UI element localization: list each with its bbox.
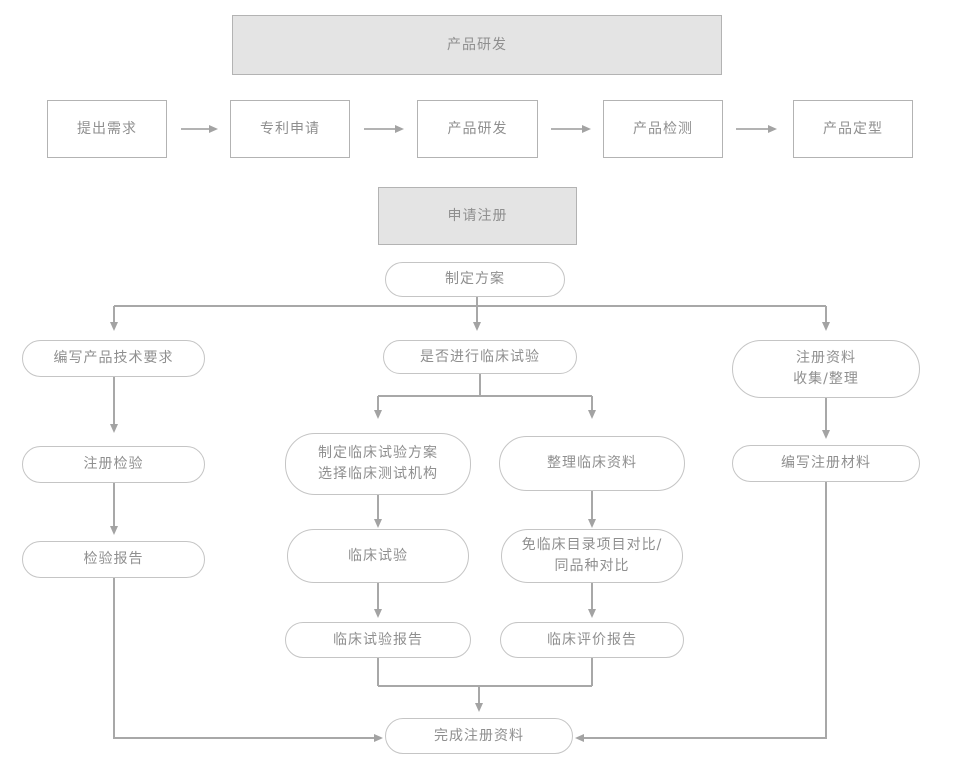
- node-clinical-trial-report: 临床试验报告: [285, 622, 471, 658]
- right-branch-connectors: [575, 398, 830, 742]
- node-clinical-trial-decision: 是否进行临床试验: [383, 340, 577, 374]
- node-complete-registration-data: 完成注册资料: [385, 718, 573, 754]
- node-inspection-report: 检验报告: [22, 541, 205, 578]
- connector-write-to-complete: [575, 482, 827, 742]
- node-registration-data-collection: 注册资料 收集/整理: [732, 340, 920, 398]
- registration-data-line2: 收集/整理: [793, 371, 859, 387]
- node-propose-requirements: 提出需求: [47, 100, 167, 158]
- node-write-registration-materials: 编写注册材料: [732, 445, 920, 482]
- clinical-plan-line1: 制定临床试验方案: [318, 445, 438, 461]
- left-branch-connectors: [110, 377, 383, 742]
- clinical-plan-line2: 选择临床测试机构: [318, 466, 438, 482]
- exempt-line2: 同品种对比: [554, 558, 630, 574]
- node-patent-application: 专利申请: [230, 100, 350, 158]
- registration-data-line1: 注册资料: [796, 350, 856, 366]
- node-registration-inspection: 注册检验: [22, 446, 205, 483]
- node-exempt-comparison: 免临床目录项目对比/ 同品种对比: [501, 529, 683, 583]
- node-clinical-plan-and-org: 制定临床试验方案 选择临床测试机构: [285, 433, 471, 495]
- node-organize-clinical-data: 整理临床资料: [499, 436, 685, 491]
- node-product-dev-header: 产品研发: [232, 15, 722, 75]
- node-apply-registration-header: 申请注册: [378, 187, 577, 245]
- node-clinical-evaluation-report: 临床评价报告: [500, 622, 684, 658]
- three-way-split: [110, 297, 830, 331]
- node-product-testing: 产品检测: [603, 100, 723, 158]
- node-write-product-tech-requirements: 编写产品技术要求: [22, 340, 205, 377]
- node-product-finalize: 产品定型: [793, 100, 913, 158]
- exempt-line1: 免临床目录项目对比/: [521, 537, 663, 553]
- connector-report-to-complete: [113, 578, 383, 742]
- node-make-plan: 制定方案: [385, 262, 565, 297]
- node-product-dev: 产品研发: [417, 100, 538, 158]
- node-clinical-trial: 临床试验: [287, 529, 469, 583]
- middle-branch-connectors: [374, 374, 596, 712]
